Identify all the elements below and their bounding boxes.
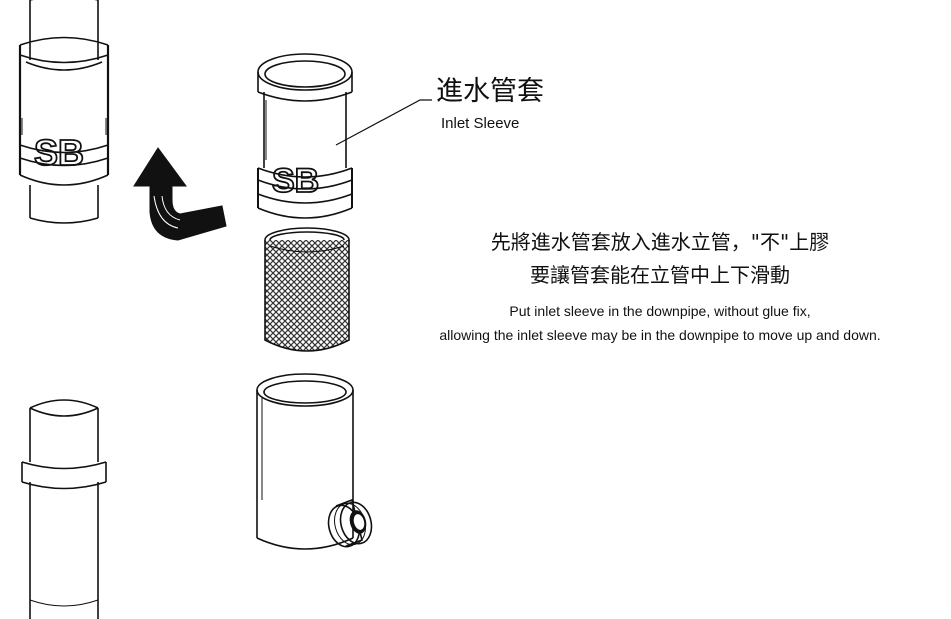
callout-label-en: Inlet Sleeve — [441, 115, 520, 132]
instruction-line2-en: allowing the inlet sleeve may be in the … — [439, 327, 881, 343]
instruction-line1-zh: 先將進水管套放入進水立管，"不"上膠 — [490, 230, 830, 254]
instruction-block: 先將進水管套放入進水立管，"不"上膠 要讓管套能在立管中上下滑動 Put inl… — [380, 228, 940, 345]
callout-label-zh: 進水管套 — [436, 76, 544, 107]
sb-logo-left: SB — [33, 131, 85, 174]
side-outlet-nozzle — [327, 498, 373, 548]
svg-text:SB: SB — [34, 132, 84, 173]
sb-logo-center: SB — [271, 161, 320, 201]
svg-text:SB: SB — [272, 162, 319, 200]
downpipe — [21, 399, 107, 619]
instruction-line2-zh: 要讓管套能在立管中上下滑動 — [530, 263, 790, 287]
insert-arrow-icon — [133, 147, 227, 241]
installed-sleeve-pipe — [18, 0, 110, 224]
instruction-line1-en: Put inlet sleeve in the downpipe, withou… — [509, 303, 811, 319]
inlet-sleeve — [257, 53, 353, 219]
callout-leader-line — [335, 99, 432, 146]
collector-body — [256, 373, 354, 550]
mesh-filter — [264, 227, 350, 352]
